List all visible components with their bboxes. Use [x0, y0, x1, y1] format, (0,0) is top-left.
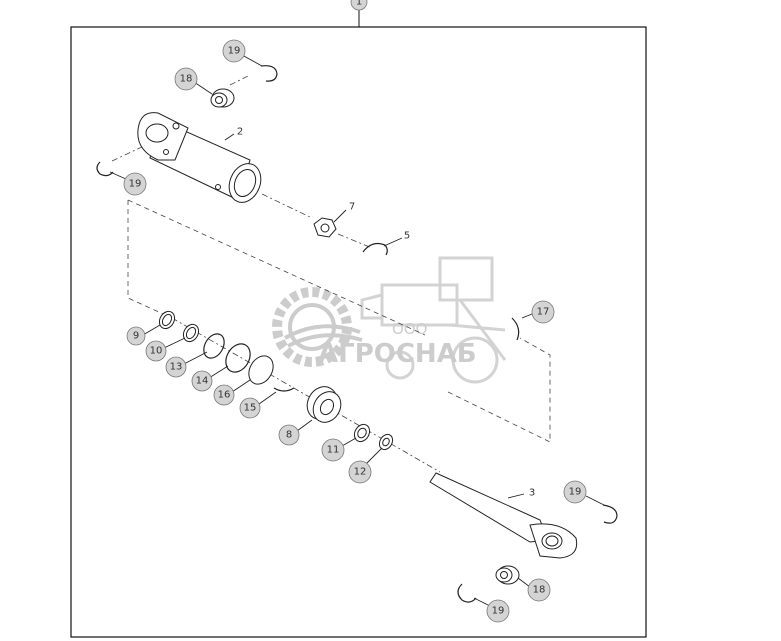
svg-text:19: 19 [228, 46, 241, 57]
callout-17: 17 [531, 300, 555, 324]
wiper-seal [378, 433, 394, 451]
svg-text:16: 16 [218, 390, 231, 401]
watermark-prefix: ООО [392, 320, 427, 338]
svg-text:8: 8 [286, 430, 292, 441]
callout-14: 14 [191, 370, 213, 392]
callout-10: 10 [145, 340, 167, 362]
svg-text:18: 18 [533, 585, 546, 596]
bushing-top [210, 88, 235, 108]
callout-19-top-right: 19 [222, 39, 246, 63]
svg-text:11: 11 [327, 445, 340, 456]
callout-9: 9 [126, 326, 146, 346]
o-ring-13 [203, 333, 225, 359]
callout-11: 11 [321, 438, 345, 462]
hex-nut [313, 217, 337, 238]
callout-19-bottom-left: 19 [486, 599, 510, 623]
snap-ring-top-left [96, 161, 114, 177]
agrosnab-watermark: ООО АГРОСНАБ [272, 256, 507, 384]
svg-text:15: 15 [244, 403, 257, 414]
svg-text:18: 18 [180, 74, 193, 85]
callout-16: 16 [213, 384, 235, 406]
callout-19-bottom-right: 19 [563, 480, 587, 504]
svg-text:19: 19 [129, 179, 142, 190]
harvester-icon [360, 256, 507, 384]
svg-text:9: 9 [133, 331, 139, 342]
snap-ring-bottom-right [602, 504, 618, 524]
backup-ring-16 [248, 355, 274, 385]
svg-text:17: 17 [537, 307, 550, 318]
cylinder-barrel [137, 112, 262, 203]
svg-text:13: 13 [170, 362, 183, 373]
callout-19-top-left: 19 [123, 172, 147, 196]
callout-8: 8 [278, 424, 300, 446]
ring-5 [362, 242, 388, 256]
callout-1: 1 [350, 0, 368, 11]
watermark-company-name: АГРОСНАБ [318, 339, 477, 369]
piston [306, 386, 342, 423]
svg-text:19: 19 [569, 487, 582, 498]
callout-3: 3 [529, 488, 535, 499]
svg-text:1: 1 [356, 0, 362, 8]
callout-12: 12 [348, 460, 372, 484]
callout-5: 5 [404, 231, 410, 242]
callout-13: 13 [165, 356, 187, 378]
callout-7: 7 [349, 202, 355, 213]
piston-rod [429, 472, 578, 559]
ring-17 [511, 317, 520, 341]
callout-18-top: 18 [174, 67, 198, 91]
callout-18-bottom: 18 [527, 578, 551, 602]
ring-15 [273, 387, 295, 392]
snap-ring-bottom-left [457, 583, 477, 603]
svg-text:14: 14 [196, 376, 209, 387]
svg-text:10: 10 [150, 346, 163, 357]
callout-15: 15 [239, 397, 261, 419]
snap-ring-top-right [260, 65, 278, 82]
callout-2: 2 [237, 127, 243, 138]
svg-text:19: 19 [492, 606, 505, 617]
svg-text:12: 12 [354, 467, 367, 478]
o-ring-14 [225, 343, 251, 373]
piston-nut [353, 423, 371, 443]
bushing-bottom [495, 565, 520, 585]
